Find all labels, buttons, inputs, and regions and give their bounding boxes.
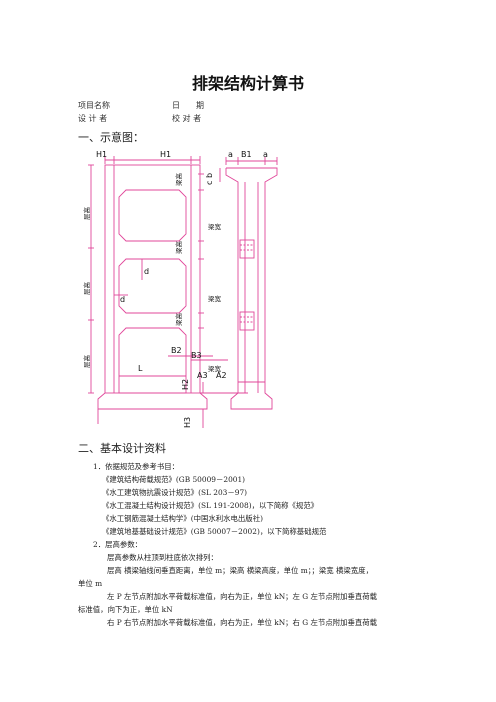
page-title: 排架结构计算书 (191, 74, 304, 93)
floor-params-definition-b: 单位 m (78, 579, 103, 588)
reference-5: 《建筑地基基础设计规范》(GB 50007－2002)，以下简称基础规范 (102, 527, 327, 536)
left-node-loads-a: 左 P 左节点附加水平荷载标准值，向右为正，单位 kN；左 G 左节点附加垂直荷… (107, 592, 378, 601)
dim-L: L (138, 364, 143, 373)
dim-a-right: a (263, 150, 268, 159)
label-beam-width-3: 梁宽 (208, 364, 222, 373)
label-beam-height-2: 梁高 (174, 241, 183, 255)
floor-params-definition-a: 层高 横梁轴线间垂直距离，单位 m；梁高 横梁高度，单位 m；；梁宽 横梁宽度， (107, 566, 373, 575)
dim-d-horizontal: d (120, 295, 125, 304)
opening-lower (118, 327, 187, 394)
dim-d-vertical: d (144, 267, 149, 276)
section-schematic-heading: 一、示意图： (78, 131, 144, 144)
beam-section-2 (239, 311, 255, 331)
dim-A3: A3 (197, 371, 208, 380)
label-beam-height-3: 梁高 (174, 313, 183, 327)
item-references-heading: 1．依据规范及参考书目： (93, 462, 180, 471)
reference-1: 《建筑结构荷载规范》(GB 50009－2001) (102, 475, 246, 484)
right-node-loads: 右 P 右节点附加水平荷载标准值，向右为正，单位 kN；右 G 左节点附加垂直荷… (107, 618, 378, 627)
side-elevation (225, 167, 278, 410)
label-beam-height-1: 梁高 (174, 173, 183, 187)
bent-frame-diagram: H1 H1 a B1 a c b 梁高 梁高 梁高 层高 层高 层高 梁宽 梁宽… (82, 150, 278, 428)
dim-A2: A2 (216, 371, 227, 380)
dim-a-left: a (228, 150, 233, 159)
opening-middle (118, 258, 187, 314)
item-floor-params-heading: 2．层高参数： (93, 540, 143, 549)
project-name-label: 项目名称 (78, 101, 110, 110)
left-node-loads-b: 标准值，向下为正，单位 kN (78, 605, 173, 614)
label-beam-width-2: 梁宽 (208, 294, 222, 303)
dim-B1: B1 (241, 150, 252, 159)
section-basic-data-heading: 二、基本设计资料 (78, 442, 166, 455)
opening-upper (118, 189, 187, 242)
dim-cb: c b (205, 173, 214, 185)
beam-section-1 (239, 239, 255, 259)
designer-label: 设 计 者 (78, 114, 108, 123)
label-floor-height-3: 层高 (82, 355, 91, 369)
dim-H3: H3 (183, 417, 192, 428)
date-label: 日 期 (172, 101, 204, 110)
label-floor-height-1: 层高 (82, 207, 91, 221)
checker-label: 校 对 者 (172, 114, 202, 123)
dim-B2: B2 (171, 346, 182, 355)
dim-B3: B3 (191, 351, 202, 360)
dim-H1-left: H1 (96, 150, 107, 159)
floor-params-order: 层高参数从柱顶到柱底依次排列： (107, 553, 218, 562)
label-floor-height-2: 层高 (82, 282, 91, 296)
dim-H1-right: H1 (160, 150, 171, 159)
reference-4: 《水工钢筋混凝土结构学》(中国水利水电出版社) (102, 514, 263, 523)
left-footing (97, 392, 208, 410)
label-beam-width-1: 梁宽 (208, 222, 222, 231)
dim-H2: H2 (181, 379, 190, 390)
reference-2: 《水工建筑物抗震设计规范》(SL 203－97) (102, 488, 248, 497)
reference-3: 《水工混凝土结构设计规范》(SL 191-2008)，以下简称《规范》 (102, 501, 319, 510)
